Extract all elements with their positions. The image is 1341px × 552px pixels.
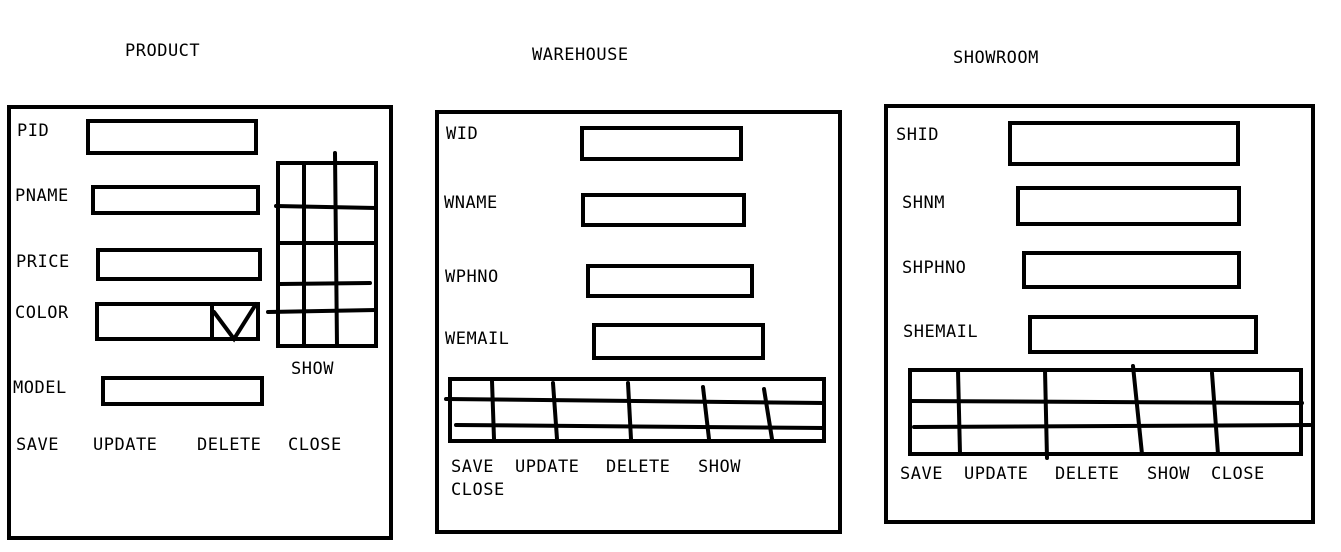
wid-input[interactable] — [580, 126, 743, 161]
wphno-label: WPHNO — [445, 267, 499, 287]
warehouse-grid-col-line — [490, 379, 496, 441]
warehouse-grid-col-line — [701, 385, 711, 441]
product-grid-row-line — [274, 204, 378, 210]
warehouse-show-button[interactable]: SHOW — [698, 457, 741, 477]
showroom-grid-col-line — [1043, 368, 1049, 460]
showroom-grid-col-line — [1131, 364, 1144, 456]
warehouse-title: WAREHOUSE — [532, 45, 629, 65]
warehouse-close-button[interactable]: CLOSE — [451, 480, 505, 500]
showroom-grid-row-line — [912, 423, 1312, 429]
shphno-label: SHPHNO — [902, 258, 967, 278]
showroom-delete-button[interactable]: DELETE — [1055, 464, 1120, 484]
model-input[interactable] — [101, 376, 264, 406]
showroom-title: SHOWROOM — [953, 48, 1039, 68]
product-grid-col-line — [333, 151, 339, 348]
wemail-label: WEMAIL — [445, 329, 510, 349]
warehouse-grid-col-line — [762, 387, 774, 441]
product-show-grid[interactable] — [276, 161, 378, 348]
warehouse-form-panel — [435, 110, 842, 534]
warehouse-grid-row-line — [454, 423, 826, 430]
product-show-label: SHOW — [291, 359, 334, 379]
pname-label: PNAME — [15, 186, 69, 206]
product-save-button[interactable]: SAVE — [16, 435, 59, 455]
product-grid-row-line — [278, 281, 372, 286]
warehouse-delete-button[interactable]: DELETE — [606, 457, 671, 477]
shid-input[interactable] — [1008, 121, 1240, 166]
color-dropdown[interactable] — [95, 302, 260, 341]
model-label: MODEL — [13, 378, 67, 398]
showroom-grid-row-line — [908, 399, 1304, 405]
chevron-down-icon — [212, 302, 258, 343]
shemail-label: SHEMAIL — [903, 322, 979, 342]
wemail-input[interactable] — [592, 323, 765, 360]
price-input[interactable] — [96, 248, 262, 281]
pid-label: PID — [17, 121, 50, 141]
showroom-update-button[interactable]: UPDATE — [964, 464, 1029, 484]
showroom-show-button[interactable]: SHOW — [1147, 464, 1190, 484]
product-close-button[interactable]: CLOSE — [288, 435, 342, 455]
wname-input[interactable] — [581, 193, 746, 227]
wid-label: WID — [446, 124, 479, 144]
pid-input[interactable] — [86, 119, 258, 155]
showroom-data-grid[interactable] — [908, 368, 1303, 456]
product-delete-button[interactable]: DELETE — [197, 435, 262, 455]
warehouse-grid-col-line — [551, 381, 559, 441]
product-update-button[interactable]: UPDATE — [93, 435, 158, 455]
product-title: PRODUCT — [125, 41, 201, 61]
wphno-input[interactable] — [586, 264, 754, 298]
shnm-label: SHNM — [902, 193, 945, 213]
showroom-grid-col-line — [956, 368, 962, 456]
shid-label: SHID — [896, 125, 939, 145]
warehouse-grid-col-line — [626, 381, 633, 441]
product-grid-row-line — [266, 308, 378, 314]
showroom-grid-col-line — [1210, 371, 1220, 456]
showroom-save-button[interactable]: SAVE — [900, 464, 943, 484]
pname-input[interactable] — [91, 185, 260, 215]
shemail-input[interactable] — [1028, 315, 1258, 354]
color-label: COLOR — [15, 303, 69, 323]
shphno-input[interactable] — [1022, 251, 1241, 289]
warehouse-grid-row-line — [444, 397, 826, 405]
shnm-input[interactable] — [1016, 186, 1241, 226]
showroom-close-button[interactable]: CLOSE — [1211, 464, 1265, 484]
wname-label: WNAME — [444, 193, 498, 213]
warehouse-save-button[interactable]: SAVE — [451, 457, 494, 477]
price-label: PRICE — [16, 252, 70, 272]
warehouse-update-button[interactable]: UPDATE — [515, 457, 580, 477]
